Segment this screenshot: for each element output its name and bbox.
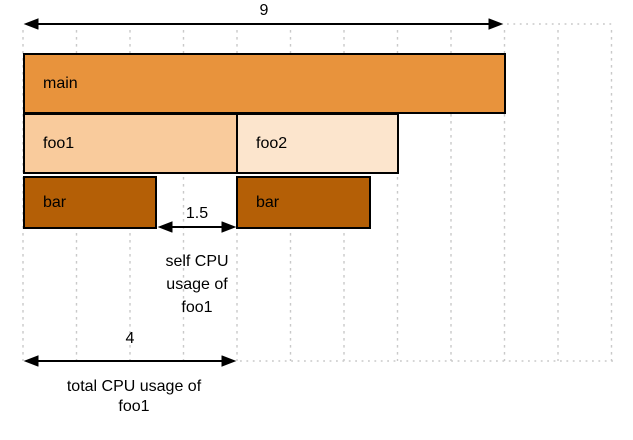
frame-bar-left: bar: [23, 176, 157, 229]
self-foo1-annotation: self CPU usage of foo1: [165, 253, 229, 316]
frame-foo1-label: foo1: [43, 134, 75, 152]
frame-main: main: [23, 53, 506, 114]
frame-main-label: main: [43, 74, 78, 92]
frame-bar-left-label: bar: [43, 193, 67, 211]
frame-foo2: foo2: [236, 113, 399, 174]
total-foo1-value: 4: [125, 330, 135, 347]
total-foo1-annotation: total CPU usage of foo1: [66, 378, 202, 415]
frame-bar-right: bar: [236, 176, 371, 229]
frame-foo1: foo1: [23, 113, 238, 174]
frame-foo2-label: foo2: [256, 134, 288, 152]
frame-bar-right-label: bar: [256, 193, 280, 211]
guide-dotted-lines: [240, 23, 613, 362]
total-program-value: 9: [259, 2, 269, 19]
self-foo1-value: 1.5: [185, 205, 209, 222]
dimension-arrows: [26, 24, 501, 361]
